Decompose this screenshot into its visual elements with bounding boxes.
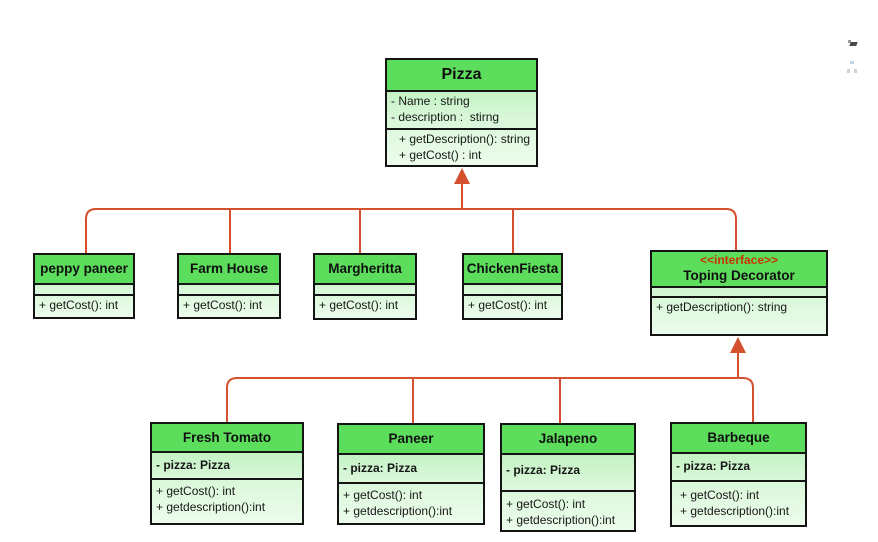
method: + getCost(): int: [156, 484, 236, 498]
method: + getdescription():int: [506, 512, 616, 527]
class-fresh-tomato-methods: + getCost(): int + getdescription():int: [152, 480, 302, 523]
class-pizza-attributes: - Name : string - description : stirng: [387, 92, 536, 130]
class-toping-decorator-header: <<interface>> Toping Decorator: [652, 252, 826, 288]
method: + getdescription():int: [343, 503, 453, 518]
method: + getCost(): int: [39, 298, 119, 312]
smudge-mark: [848, 40, 851, 43]
attribute: - pizza: Pizza: [343, 461, 418, 475]
attribute: - pizza: Pizza: [676, 459, 751, 473]
class-name: ChickenFiesta: [466, 261, 559, 277]
attribute: - pizza: Pizza: [506, 463, 581, 477]
method: + getdescription():int: [680, 503, 790, 518]
class-paneer-methods: + getCost(): int + getdescription():int: [339, 484, 483, 523]
class-jalapeno-header: Jalapeno: [502, 425, 634, 455]
top-tree-line: [85, 208, 737, 253]
class-fresh-tomato-header: Fresh Tomato: [152, 424, 302, 453]
class-barbeque-methods: + getCost(): int + getdescription():int: [672, 482, 805, 525]
class-jalapeno-methods: + getCost(): int + getdescription():int: [502, 492, 634, 530]
class-toping-decorator-methods: + getDescription(): string: [652, 298, 826, 334]
class-toping-decorator: <<interface>> Toping Decorator + getDesc…: [650, 250, 828, 336]
smudge-mark: [850, 61, 854, 64]
class-pizza: Pizza - Name : string - description : st…: [385, 58, 538, 167]
class-margheritta-attributes: [315, 285, 415, 296]
attribute: - Name : string: [391, 94, 470, 108]
class-name: Barbeque: [707, 430, 770, 446]
method: + getCost(): int: [680, 488, 760, 502]
class-paneer-attributes: - pizza: Pizza: [339, 455, 483, 484]
class-name: Toping Decorator: [683, 268, 795, 284]
class-name: Farm House: [189, 261, 269, 277]
class-barbeque: Barbeque - pizza: Pizza + getCost(): int…: [670, 422, 807, 527]
method: + getCost() : int: [399, 147, 482, 162]
class-fresh-tomato: Fresh Tomato - pizza: Pizza + getCost():…: [150, 422, 304, 525]
class-barbeque-attributes: - pizza: Pizza: [672, 454, 805, 482]
attribute: - description : stirng: [391, 109, 500, 124]
class-name: Jalapeno: [538, 431, 598, 447]
class-chicken-fiesta-attributes: [464, 285, 561, 296]
class-margheritta-methods: + getCost(): int: [315, 296, 415, 318]
class-farm-house: Farm House + getCost(): int: [177, 253, 281, 319]
class-chicken-fiesta: ChickenFiesta + getCost(): int: [462, 253, 563, 320]
class-jalapeno: Jalapeno - pizza: Pizza + getCost(): int…: [500, 423, 636, 532]
interface-stereotype: <<interface>>: [699, 253, 779, 268]
class-chicken-fiesta-header: ChickenFiesta: [464, 255, 561, 285]
class-fresh-tomato-attributes: - pizza: Pizza: [152, 453, 302, 480]
bottom-tree-line: [226, 377, 754, 422]
class-farm-house-header: Farm House: [179, 255, 279, 285]
class-farm-house-attributes: [179, 285, 279, 296]
class-toping-decorator-attributes: [652, 288, 826, 298]
class-paneer-header: Paneer: [339, 425, 483, 455]
method: + getCost(): int: [468, 298, 548, 312]
method: + getCost(): int: [343, 488, 423, 502]
class-farm-house-methods: + getCost(): int: [179, 296, 279, 317]
method: + getDescription(): string: [656, 300, 788, 314]
class-name: Fresh Tomato: [182, 429, 272, 445]
method: + getdescription():int: [156, 499, 266, 514]
class-name: Paneer: [388, 431, 434, 447]
method: + getCost(): int: [506, 497, 586, 511]
class-paneer: Paneer - pizza: Pizza + getCost(): int +…: [337, 423, 485, 525]
smudge-mark: [854, 69, 857, 73]
class-name: Pizza: [441, 65, 482, 83]
class-margheritta: Margheritta + getCost(): int: [313, 253, 417, 320]
class-peppy-paneer-attributes: [35, 285, 133, 296]
method: + getCost(): int: [183, 298, 263, 312]
method: + getDescription(): string: [399, 132, 531, 146]
class-name: Margheritta: [328, 261, 402, 277]
class-margheritta-header: Margheritta: [315, 255, 415, 285]
class-pizza-methods: + getDescription(): string + getCost() :…: [387, 130, 536, 165]
method: + getCost(): int: [319, 298, 399, 312]
class-jalapeno-attributes: - pizza: Pizza: [502, 455, 634, 492]
class-peppy-paneer-header: peppy paneer: [35, 255, 133, 285]
attribute: - pizza: Pizza: [156, 458, 231, 472]
smudge-mark: [847, 69, 850, 73]
class-chicken-fiesta-methods: + getCost(): int: [464, 296, 561, 318]
class-name: peppy paneer: [40, 261, 128, 277]
pizza-arrowhead-icon: [454, 168, 470, 184]
class-pizza-header: Pizza: [387, 60, 536, 92]
decorator-arrowhead-icon: [730, 337, 746, 353]
smudge-artifact: [846, 40, 862, 74]
class-peppy-paneer-methods: + getCost(): int: [35, 296, 133, 317]
class-barbeque-header: Barbeque: [672, 424, 805, 454]
class-peppy-paneer: peppy paneer + getCost(): int: [33, 253, 135, 319]
